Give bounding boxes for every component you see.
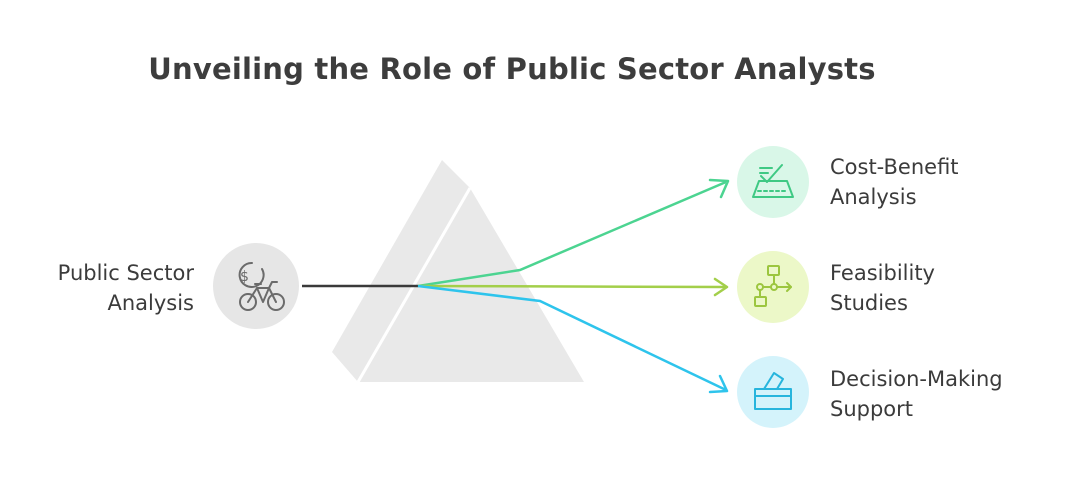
flowchart-icon [754,265,792,307]
beam-line [417,284,727,289]
arrowhead-icon [713,277,729,297]
output-node-1 [737,146,809,218]
output-label-3: Decision-Making Support [830,367,1003,421]
prism [332,160,584,383]
dollar-bicycle-icon: $ [238,261,285,311]
prism-side-face [332,160,470,382]
arrowhead-icon [708,374,729,394]
source-label: Public Sector Analysis [57,261,194,315]
diagram-title: Unveiling the Role of Public Sector Anal… [148,52,876,86]
scale-document-icon [752,164,794,198]
svg-text:$: $ [240,269,249,285]
output-node-2 [737,251,809,323]
source-node: $ [213,243,299,329]
arrowhead-icon [708,178,730,199]
output-beam-3 [417,284,729,394]
output-beam-1 [417,178,730,288]
output-node-3 [737,356,809,428]
beam-line [417,180,727,288]
beam-line [417,284,727,392]
ballot-box-icon [754,372,792,410]
output-label-2: Feasibility Studies [830,261,935,315]
output-label-1: Cost-Benefit Analysis [830,155,959,209]
output-beam-2 [417,277,729,297]
output-circle [737,251,809,323]
output-circle [737,356,809,428]
